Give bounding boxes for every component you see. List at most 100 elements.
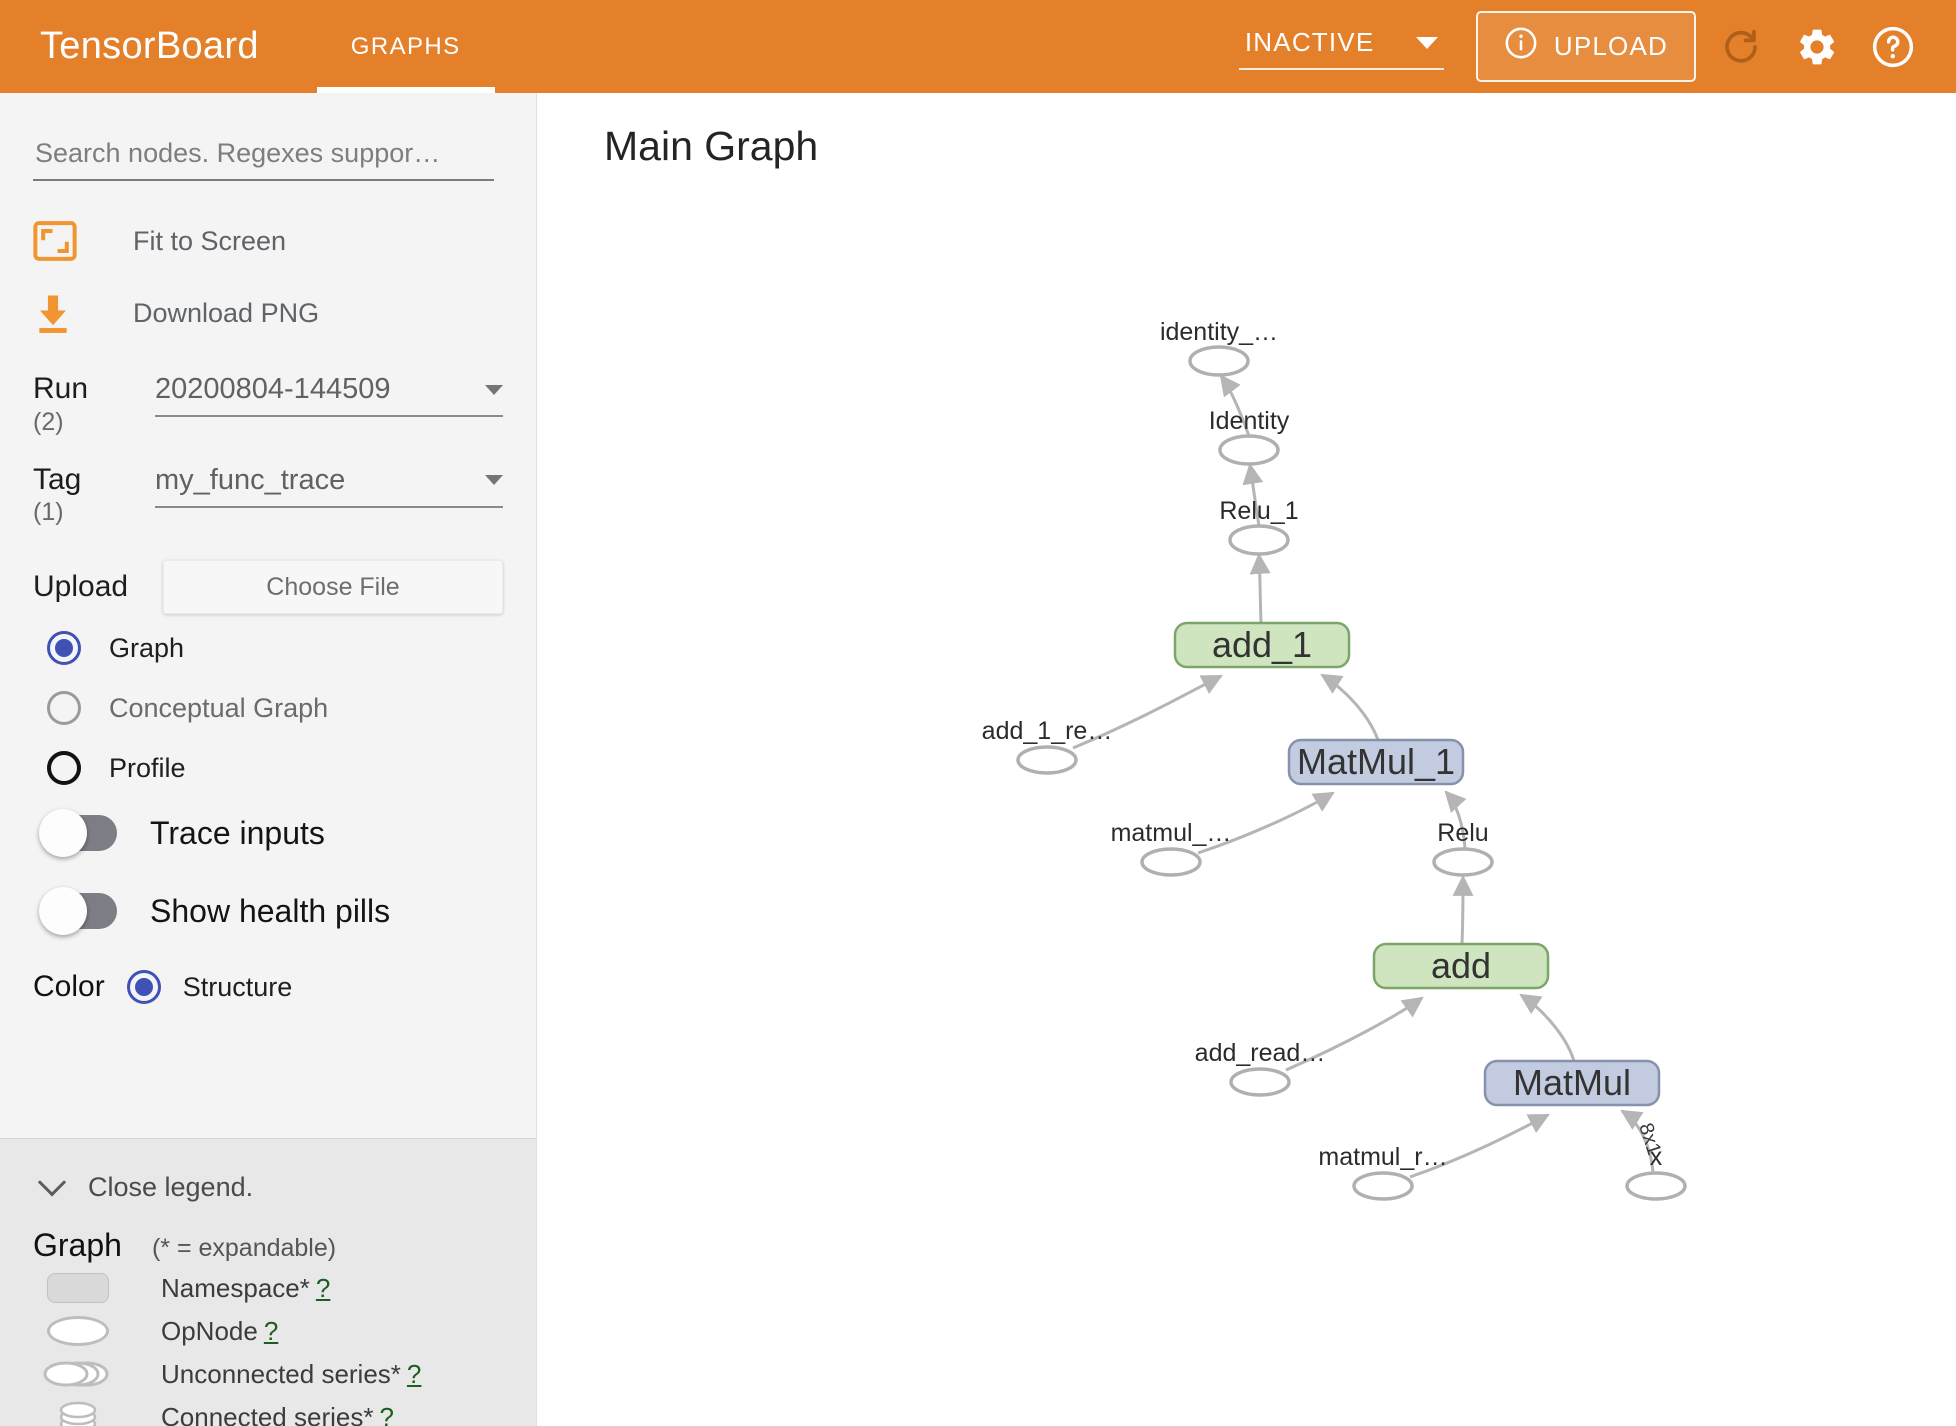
info-icon (1504, 26, 1538, 67)
graph-node-add-read[interactable]: add_read… (1195, 1039, 1326, 1097)
upload-button[interactable]: UPLOAD (1475, 11, 1696, 82)
download-png-button[interactable]: Download PNG (0, 277, 536, 349)
graph-node-identity[interactable]: Identity (1209, 407, 1290, 466)
legend-label-unconnected-series: Unconnected series* (161, 1358, 401, 1389)
page-title: Main Graph (604, 123, 819, 169)
refresh-icon[interactable] (1710, 16, 1772, 78)
graph-node-x[interactable]: x (1625, 1143, 1687, 1201)
opnode-symbol-icon (33, 1316, 123, 1346)
graph-node-relu-1[interactable]: Relu_1 (1219, 497, 1299, 556)
tag-label: Tag (33, 462, 82, 496)
nav-tabs: GRAPHS (316, 0, 495, 93)
legend-note: (* = expandable) (151, 1234, 337, 1262)
help-icon[interactable] (1862, 16, 1924, 78)
choose-file-button[interactable]: Choose File (163, 560, 503, 614)
edge-add-to-relu (1452, 874, 1474, 945)
edge-x-to-matmul (1620, 1109, 1655, 1173)
edge-add1read-to-add1 (1072, 674, 1223, 750)
upload-label: Upload (33, 570, 129, 604)
top-bar-right: INACTIVE UPLOAD (1238, 11, 1956, 82)
graph-node-matmul-read-1[interactable]: matmul_… (1111, 819, 1232, 877)
top-bar: TensorBoard GRAPHS INACTIVE UPLOAD (0, 0, 1956, 93)
edge-matmul1-to-add1 (1320, 673, 1380, 741)
radio-structure-label: Structure (182, 971, 293, 1002)
chevron-down-icon (485, 475, 503, 485)
radio-graph-indicator (47, 631, 81, 665)
graph-node-add-1-read-label: add_1_re… (982, 717, 1113, 745)
legend-item-opnode: OpNode? (0, 1312, 536, 1350)
legend-item-namespace: Namespace*? (0, 1269, 536, 1307)
run-status-label: INACTIVE (1244, 27, 1375, 57)
download-png-label: Download PNG (133, 297, 320, 328)
graph-node-add-1[interactable]: add_1 (1173, 621, 1351, 669)
radio-conceptual-graph[interactable]: Conceptual Graph (0, 682, 536, 734)
help-link-unconnected-series[interactable]: ? (406, 1358, 422, 1389)
radio-profile-label: Profile (109, 752, 186, 783)
tab-graphs[interactable]: GRAPHS (316, 0, 495, 93)
graph-node-matmul-label: MatMul (1513, 1062, 1631, 1103)
search-input[interactable] (33, 137, 494, 181)
graph-node-matmul[interactable]: MatMul (1483, 1059, 1661, 1107)
edge-matmulread1-to-matmul1 (1197, 791, 1335, 855)
graph-node-identity-label: Identity (1209, 407, 1290, 435)
edge-identity-to-identity-out (1219, 374, 1251, 437)
chevron-down-icon (37, 1167, 67, 1196)
graph-node-add-1-label: add_1 (1212, 624, 1312, 665)
graph-nodes: identity_… Identity Relu_1 add_1 add_1_r… (982, 318, 1687, 1201)
legend-label-namespace: Namespace* (161, 1272, 310, 1303)
tag-select[interactable]: my_func_trace (155, 464, 503, 508)
color-field: Color Structure (0, 950, 536, 1024)
close-legend-button[interactable]: Close legend. (0, 1139, 536, 1203)
edge-addread-to-add (1285, 996, 1424, 1072)
run-field: Run (2) 20200804-144509 (0, 373, 536, 440)
edge-relu1-to-identity (1242, 462, 1264, 527)
radio-structure-indicator[interactable] (126, 970, 161, 1004)
tab-graphs-label: GRAPHS (350, 32, 461, 60)
help-link-connected-series[interactable]: ? (379, 1401, 394, 1426)
upload-button-label: UPLOAD (1553, 31, 1668, 61)
tag-selected-value: my_func_trace (155, 463, 346, 496)
fit-to-screen-icon (33, 221, 89, 261)
connected-series-symbol-icon (33, 1398, 123, 1426)
search-row (0, 93, 536, 181)
graph-node-relu[interactable]: Relu (1432, 819, 1494, 877)
fit-to-screen-button[interactable]: Fit to Screen (0, 205, 536, 277)
graph-node-identity-out[interactable]: identity_… (1160, 318, 1278, 377)
tag-count: (1) (33, 498, 64, 526)
graph-node-add-1-read[interactable]: add_1_re… (982, 717, 1113, 775)
download-icon (33, 292, 89, 334)
toggle-trace-inputs[interactable]: Trace inputs (0, 794, 536, 872)
toggle-trace-inputs-switch (39, 809, 117, 857)
tag-field-key: Tag (1) (33, 462, 125, 531)
graph-node-matmul-read[interactable]: matmul_r… (1318, 1143, 1448, 1201)
radio-conceptual-graph-label: Conceptual Graph (109, 692, 329, 723)
choose-file-label: Choose File (266, 572, 400, 601)
graph-node-add-read-label: add_read… (1195, 1039, 1326, 1067)
run-status-dropdown[interactable]: INACTIVE (1238, 23, 1444, 70)
graph-canvas[interactable]: Main Graph 8x1 identity_… (538, 93, 1956, 1426)
help-link-namespace[interactable]: ? (315, 1272, 331, 1303)
toggle-show-health-pills[interactable]: Show health pills (0, 872, 536, 950)
unconnected-series-symbol-icon (33, 1357, 123, 1391)
gear-icon[interactable] (1786, 16, 1848, 78)
color-label: Color (33, 970, 105, 1003)
radio-graph[interactable]: Graph (0, 622, 536, 674)
graph-node-x-label: x (1650, 1143, 1663, 1171)
help-link-opnode[interactable]: ? (263, 1315, 279, 1346)
toggle-trace-inputs-label: Trace inputs (150, 814, 325, 851)
run-select[interactable]: 20200804-144509 (155, 373, 503, 417)
graph-node-matmul-read-1-label: matmul_… (1111, 819, 1232, 847)
legend-label-opnode: OpNode (161, 1315, 258, 1346)
graph-svg: 8x1 identity_… Identity Relu_1 add_1 (982, 318, 1687, 1201)
radio-profile-indicator (47, 751, 81, 785)
run-field-key: Run (2) (33, 373, 125, 440)
graph-node-add[interactable]: add (1372, 942, 1550, 990)
graph-node-matmul-1[interactable]: MatMul_1 (1287, 738, 1465, 786)
radio-graph-label: Graph (109, 632, 185, 663)
chevron-down-icon (485, 384, 503, 395)
radio-profile[interactable]: Profile (0, 742, 536, 794)
edge-add1-to-relu1 (1249, 552, 1271, 624)
close-legend-label: Close legend. (88, 1172, 254, 1202)
legend-item-unconnected-series: Unconnected series*? (0, 1355, 536, 1393)
namespace-symbol-icon (33, 1273, 123, 1303)
